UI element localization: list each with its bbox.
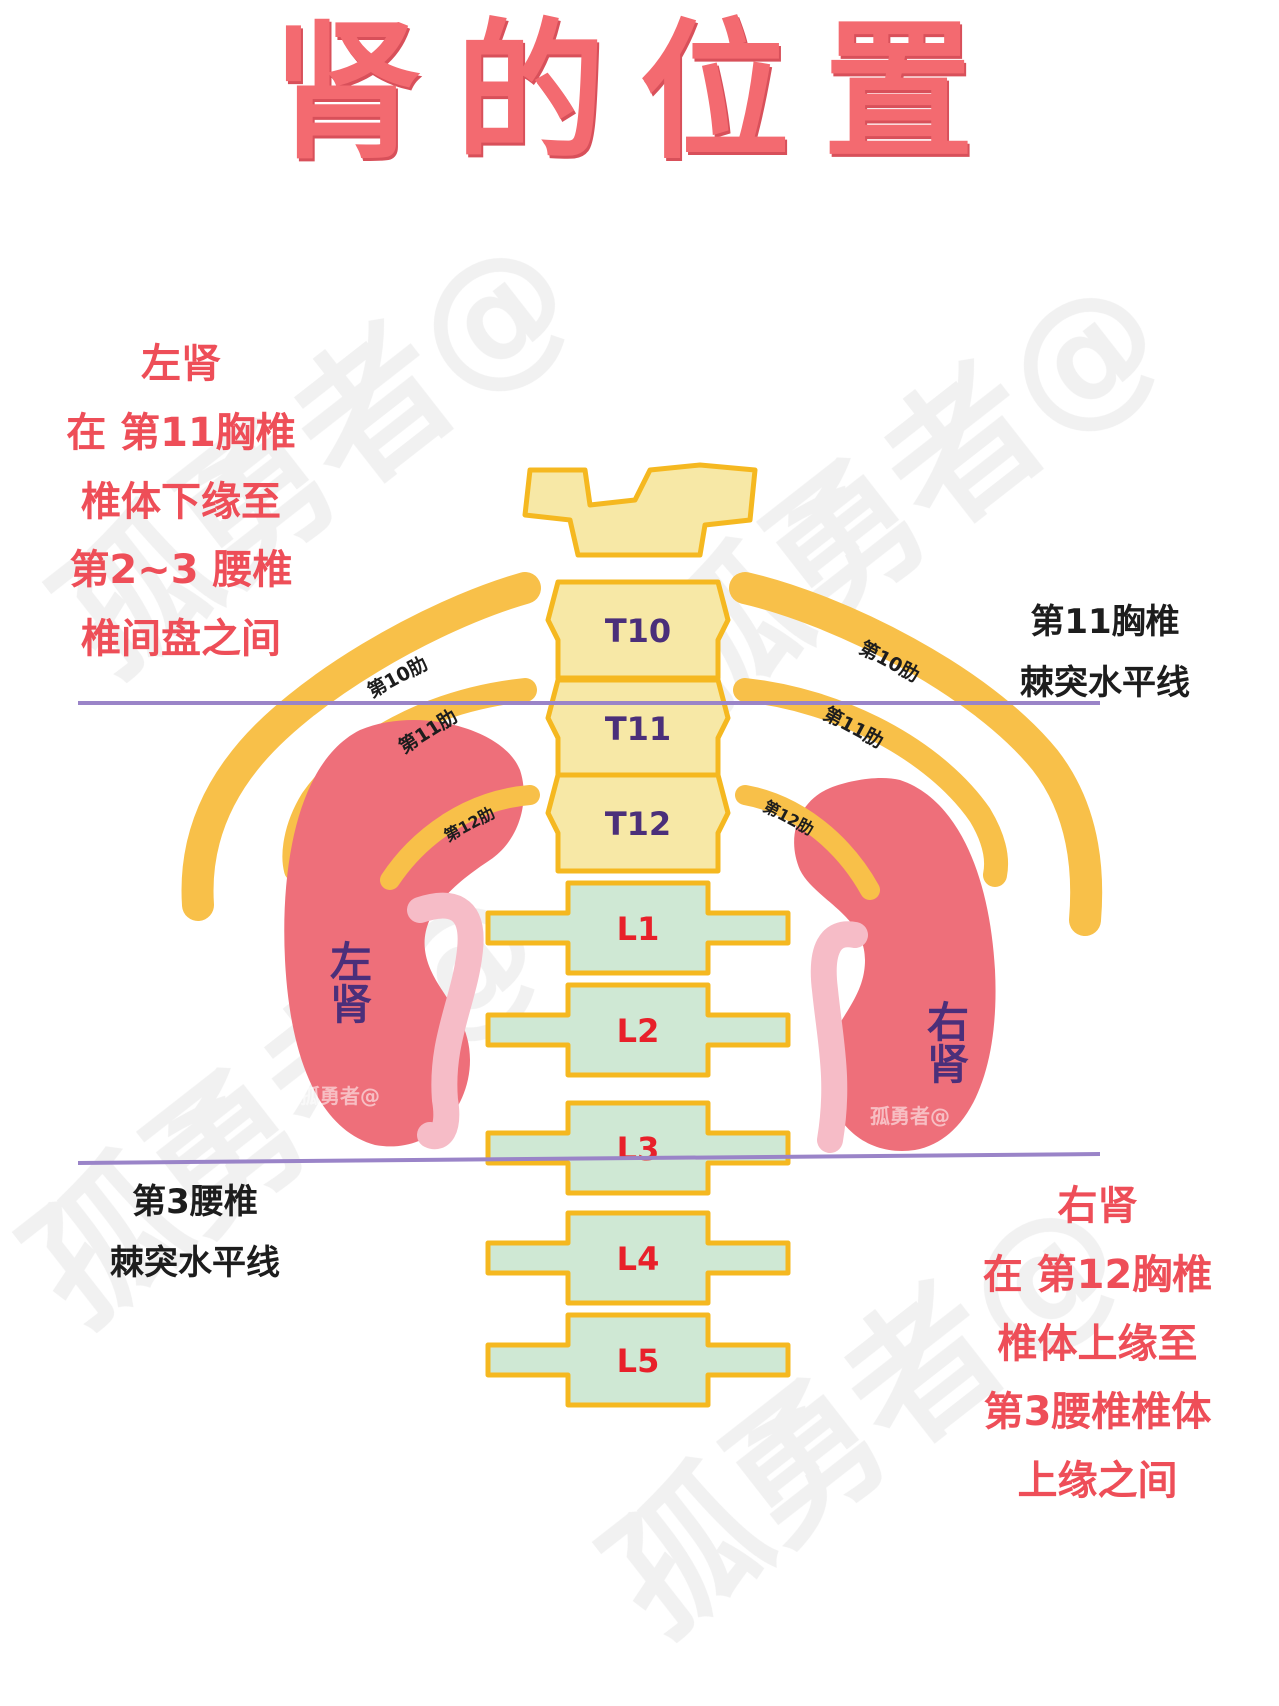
t11-level-note-line: 棘突水平线 [1020,663,1190,704]
l3-spinous-level-line [77,1152,1101,1165]
right-kidney-note-line: 椎体上缘至 [997,1320,1198,1367]
vertebra-label-thoracic: T10 [605,612,671,650]
right-kidney-label: 右肾 [921,1000,970,1084]
left-kidney-note-line: 第2~3 腰椎 [69,547,293,594]
right-kidney-note-line: 在 第12胸椎 [982,1251,1213,1298]
l3-level-note: 第3腰椎 棘突水平线 [60,1172,330,1294]
left-kidney-note-line: 椎体下缘至 [81,478,281,525]
vertebra-lumbar [485,1210,791,1306]
left-kidney-note: 左肾 在 第11胸椎 椎体下缘至 第2~3 腰椎 椎间盘之间 [26,330,336,674]
left-kidney-label: 左肾 [324,940,373,1024]
rib-12-left [380,785,540,890]
t11-level-note: 第11胸椎 棘突水平线 [955,592,1255,714]
left-kidney-note-heading: 左肾 [141,341,221,387]
vertebra-label-lumbar: L2 [617,1012,660,1050]
vertebra-lumbar [485,1312,791,1408]
vertebra-cap [522,462,758,558]
left-kidney [284,719,524,1150]
vertebra-label-thoracic: T11 [605,710,671,748]
left-kidney-note-line: 椎间盘之间 [81,616,281,663]
left-kidney-note-line: 在 第11胸椎 [66,409,296,456]
l3-level-note-line: 第3腰椎 [132,1182,258,1222]
rib-10-left [181,572,541,921]
kidney-watermark-right: 孤勇者@ [870,1104,950,1128]
l3-level-note-line: 棘突水平线 [110,1243,280,1284]
page-title: 肾的位置 [271,6,1008,180]
rib-12-group [380,785,880,900]
rib-10-right [729,572,1103,936]
vertebra-label-lumbar: L5 [617,1342,660,1380]
t11-level-note-line: 第11胸椎 [1030,602,1180,642]
vertebra-lumbar [485,982,791,1078]
vertebra-label-lumbar: L1 [617,910,660,948]
right-kidney-note: 右肾 在 第12胸椎 椎体上缘至 第3腰椎椎体 上缘之间 [920,1172,1275,1516]
right-kidney [794,777,996,1153]
vertebra-label-lumbar: L3 [617,1130,660,1168]
left-kidney-label-text: 左肾 [324,940,373,1024]
right-kidney-note-heading: 右肾 [1057,1183,1138,1229]
vertebra-label-thoracic: T12 [605,805,671,843]
right-kidney-label-text: 右肾 [921,1000,970,1084]
kidney-watermark-left: 孤勇者@ [300,1084,380,1108]
right-kidney-note-line: 第3腰椎椎体 [983,1389,1212,1436]
vertebra-label-lumbar: L4 [617,1240,660,1278]
rib-12-right [735,785,880,900]
vertebra-thoracic [545,772,731,874]
vertebra-lumbar [485,1100,791,1196]
vertebra-lumbar [485,880,791,976]
right-kidney-note-line: 上缘之间 [1017,1458,1178,1505]
